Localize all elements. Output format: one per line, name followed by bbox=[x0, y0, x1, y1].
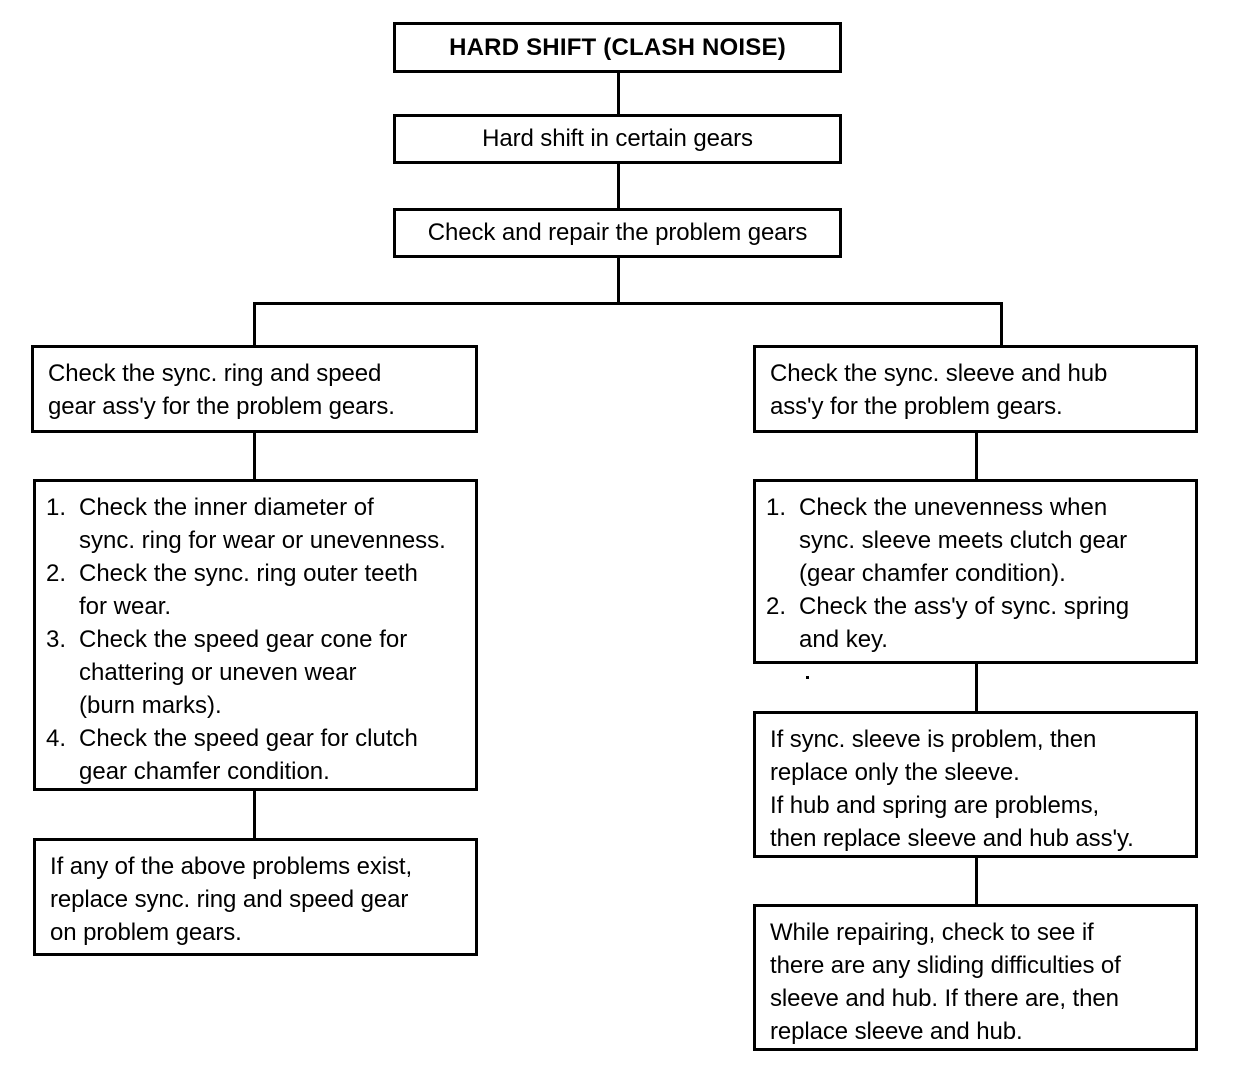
node-left-checks-list: 1. Check the inner diameter of sync. rin… bbox=[33, 479, 478, 791]
list-item: 2. Check the ass'y of sync. spring and k… bbox=[766, 590, 1187, 656]
list-item-line1: Check the speed gear for clutch bbox=[79, 725, 418, 752]
list-item-line3: (burn marks). bbox=[79, 692, 222, 719]
list-item-text: Check the unevenness when sync. sleeve m… bbox=[799, 491, 1187, 590]
list-item-text: Check the speed gear cone for chattering… bbox=[79, 623, 467, 722]
connector-symptom-to-action bbox=[617, 164, 620, 208]
node-right-result-line4: then replace sleeve and hub ass'y. bbox=[770, 825, 1134, 853]
list-item-text: Check the speed gear for clutch gear cha… bbox=[79, 722, 467, 788]
list-item-line2: for wear. bbox=[79, 593, 172, 620]
list-item-text: Check the sync. ring outer teeth for wea… bbox=[79, 557, 467, 623]
node-left-result-line3: on problem gears. bbox=[50, 919, 242, 947]
list-item-line2: and key. bbox=[799, 626, 888, 653]
list-item: 3. Check the speed gear cone for chatter… bbox=[46, 623, 467, 722]
node-root-label: HARD SHIFT (CLASH NOISE) bbox=[449, 33, 786, 61]
list-item-line2: chattering or uneven wear bbox=[79, 659, 357, 686]
node-right-final-line3: sleeve and hub. If there are, then bbox=[770, 985, 1119, 1013]
node-left-result-line1: If any of the above problems exist, bbox=[50, 853, 413, 880]
connector-left-checks-to-result bbox=[253, 791, 256, 838]
scan-artifact-speck bbox=[806, 676, 809, 679]
list-item-number: 1. bbox=[46, 494, 67, 521]
list-item: 1. Check the inner diameter of sync. rin… bbox=[46, 491, 467, 557]
connector-split-to-left-branch bbox=[253, 302, 256, 347]
list-item-number: 2. bbox=[46, 560, 67, 587]
node-right-head-line1: Check the sync. sleeve and hub bbox=[770, 360, 1108, 387]
node-right-checks-list: 1. Check the unevenness when sync. sleev… bbox=[753, 479, 1198, 664]
list-item-line3: (gear chamfer condition). bbox=[799, 560, 1066, 587]
list-item: 2. Check the sync. ring outer teeth for … bbox=[46, 557, 467, 623]
connector-right-checks-to-result bbox=[975, 664, 978, 711]
node-action-check-repair: Check and repair the problem gears bbox=[393, 208, 842, 258]
connector-left-head-to-checks bbox=[253, 433, 256, 479]
list-item-line1: Check the ass'y of sync. spring bbox=[799, 593, 1130, 620]
connector-right-head-to-checks bbox=[975, 433, 978, 479]
node-right-result-line1: If sync. sleeve is problem, then bbox=[770, 726, 1097, 753]
list-item-number: 2. bbox=[766, 593, 787, 620]
list-item-line1: Check the sync. ring outer teeth bbox=[79, 560, 418, 587]
connector-split-to-right-branch bbox=[1000, 302, 1003, 345]
node-symptom-hard-shift-certain-gears: Hard shift in certain gears bbox=[393, 114, 842, 164]
connector-action-to-split bbox=[617, 258, 620, 305]
node-right-head-check-sync-sleeve: Check the sync. sleeve and hub ass'y for… bbox=[753, 345, 1198, 433]
list-item-line2: gear chamfer condition. bbox=[79, 758, 330, 785]
node-right-head-line2: ass'y for the problem gears. bbox=[770, 393, 1063, 421]
list-item-number: 1. bbox=[766, 494, 787, 521]
list-item-line1: Check the unevenness when bbox=[799, 494, 1108, 521]
node-right-final-line2: there are any sliding difficulties of bbox=[770, 952, 1121, 980]
list-item: 4. Check the speed gear for clutch gear … bbox=[46, 722, 467, 788]
list-item-line2: sync. ring for wear or unevenness. bbox=[79, 527, 446, 554]
node-left-head-line2: gear ass'y for the problem gears. bbox=[48, 393, 395, 421]
node-right-result-line2: replace only the sleeve. bbox=[770, 759, 1020, 787]
list-item-text: Check the inner diameter of sync. ring f… bbox=[79, 491, 467, 557]
node-left-head-line1: Check the sync. ring and speed bbox=[48, 360, 382, 387]
node-left-result-line2: replace sync. ring and speed gear bbox=[50, 886, 409, 914]
list-item-text: Check the ass'y of sync. spring and key. bbox=[799, 590, 1187, 656]
list-item: 1. Check the unevenness when sync. sleev… bbox=[766, 491, 1187, 590]
node-root-hard-shift: HARD SHIFT (CLASH NOISE) bbox=[393, 22, 842, 73]
node-right-final-line4: replace sleeve and hub. bbox=[770, 1018, 1023, 1046]
node-right-final-while-repairing: While repairing, check to see if there a… bbox=[753, 904, 1198, 1051]
connector-root-to-symptom bbox=[617, 73, 620, 114]
node-left-head-check-sync-ring: Check the sync. ring and speed gear ass'… bbox=[31, 345, 478, 433]
node-right-result-line3: If hub and spring are problems, bbox=[770, 792, 1100, 820]
node-symptom-label: Hard shift in certain gears bbox=[482, 125, 753, 153]
node-left-result-replace-sync-ring: If any of the above problems exist, repl… bbox=[33, 838, 478, 956]
node-action-label: Check and repair the problem gears bbox=[427, 219, 808, 247]
node-right-final-line1: While repairing, check to see if bbox=[770, 919, 1094, 946]
list-item-number: 3. bbox=[46, 626, 67, 653]
list-item-line1: Check the inner diameter of bbox=[79, 494, 374, 521]
connector-split-horizontal bbox=[253, 302, 1003, 305]
node-right-result-replace-sleeve: If sync. sleeve is problem, then replace… bbox=[753, 711, 1198, 858]
list-item-line2: sync. sleeve meets clutch gear bbox=[799, 527, 1128, 554]
list-item-line1: Check the speed gear cone for bbox=[79, 626, 408, 653]
connector-right-result-to-final bbox=[975, 858, 978, 904]
list-item-number: 4. bbox=[46, 725, 67, 752]
